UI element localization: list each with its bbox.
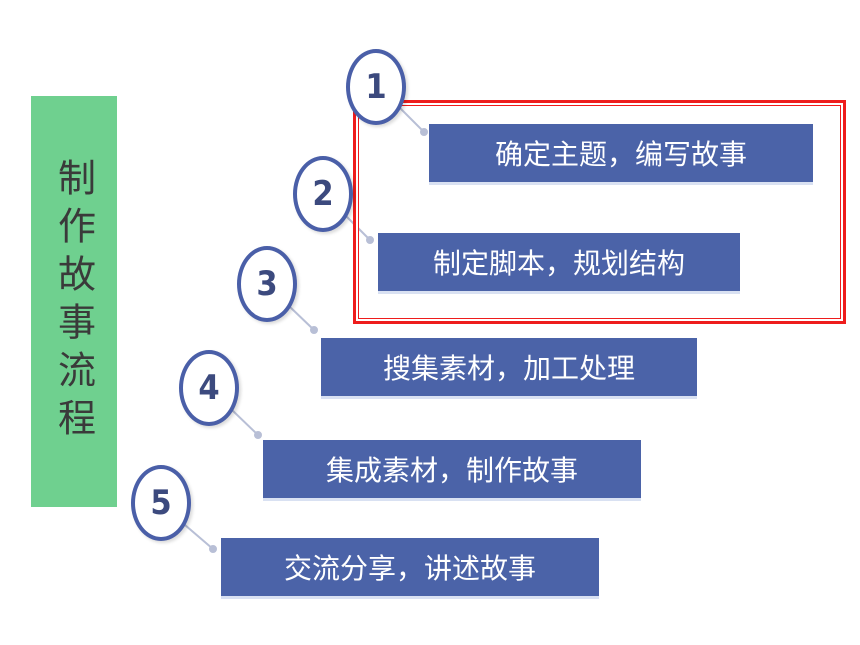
step-number-4: 4	[179, 350, 239, 426]
connector-line-4	[231, 409, 259, 436]
step-label-4: 集成素材，制作故事	[263, 440, 641, 498]
process-title: 制作故事流程	[51, 157, 96, 446]
step-number-2: 2	[293, 156, 353, 232]
step-number-5: 5	[131, 465, 191, 541]
connector-line-3	[288, 305, 315, 331]
step-number-1: 1	[346, 49, 406, 125]
step-label-5: 交流分享，讲述故事	[221, 538, 599, 596]
step-label-2: 制定脚本，规划结构	[378, 233, 740, 291]
connector-dot-4	[254, 431, 262, 439]
step-label-3: 搜集素材，加工处理	[321, 338, 697, 396]
step-label-1: 确定主题，编写故事	[429, 124, 813, 182]
connector-dot-3	[310, 326, 318, 334]
process-title-bar: 制作故事流程	[31, 96, 117, 507]
step-number-3: 3	[237, 246, 297, 322]
connector-dot-5	[209, 545, 217, 553]
connector-line-5	[184, 524, 214, 550]
highlight-frame	[353, 100, 846, 324]
